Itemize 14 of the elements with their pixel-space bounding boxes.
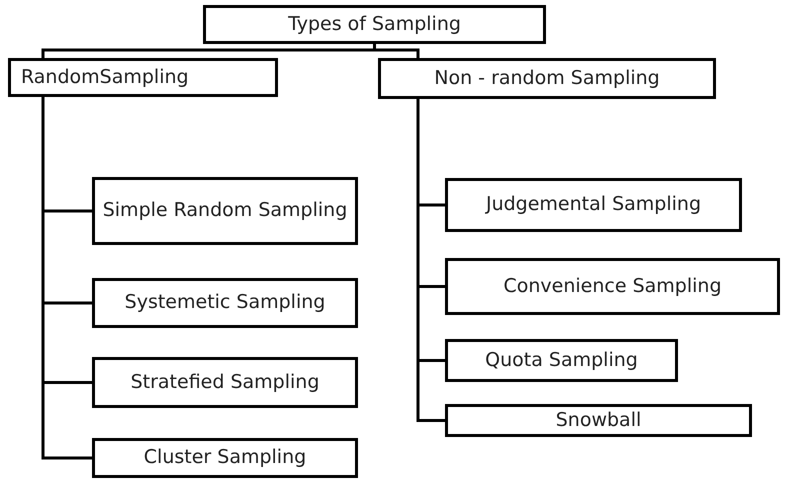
category-box: Convenience Sampling: [445, 258, 780, 315]
category-box: Systemetic Sampling: [92, 278, 358, 328]
category-box: Snowball: [445, 404, 752, 437]
category-box: Quota Sampling: [445, 339, 678, 382]
category-box: Types of Sampling: [203, 5, 546, 44]
category-box: Simple Random Sampling: [92, 177, 358, 245]
category-box: Stratefied Sampling: [92, 357, 358, 408]
connector-line: [373, 44, 420, 58]
category-box: Judgemental Sampling: [445, 178, 742, 232]
category-box: RandomSampling: [8, 58, 278, 97]
connector-line: [416, 99, 445, 422]
connector-line: [42, 97, 92, 460]
category-box: Cluster Sampling: [92, 438, 358, 478]
category-box: Non - random Sampling: [378, 58, 716, 99]
